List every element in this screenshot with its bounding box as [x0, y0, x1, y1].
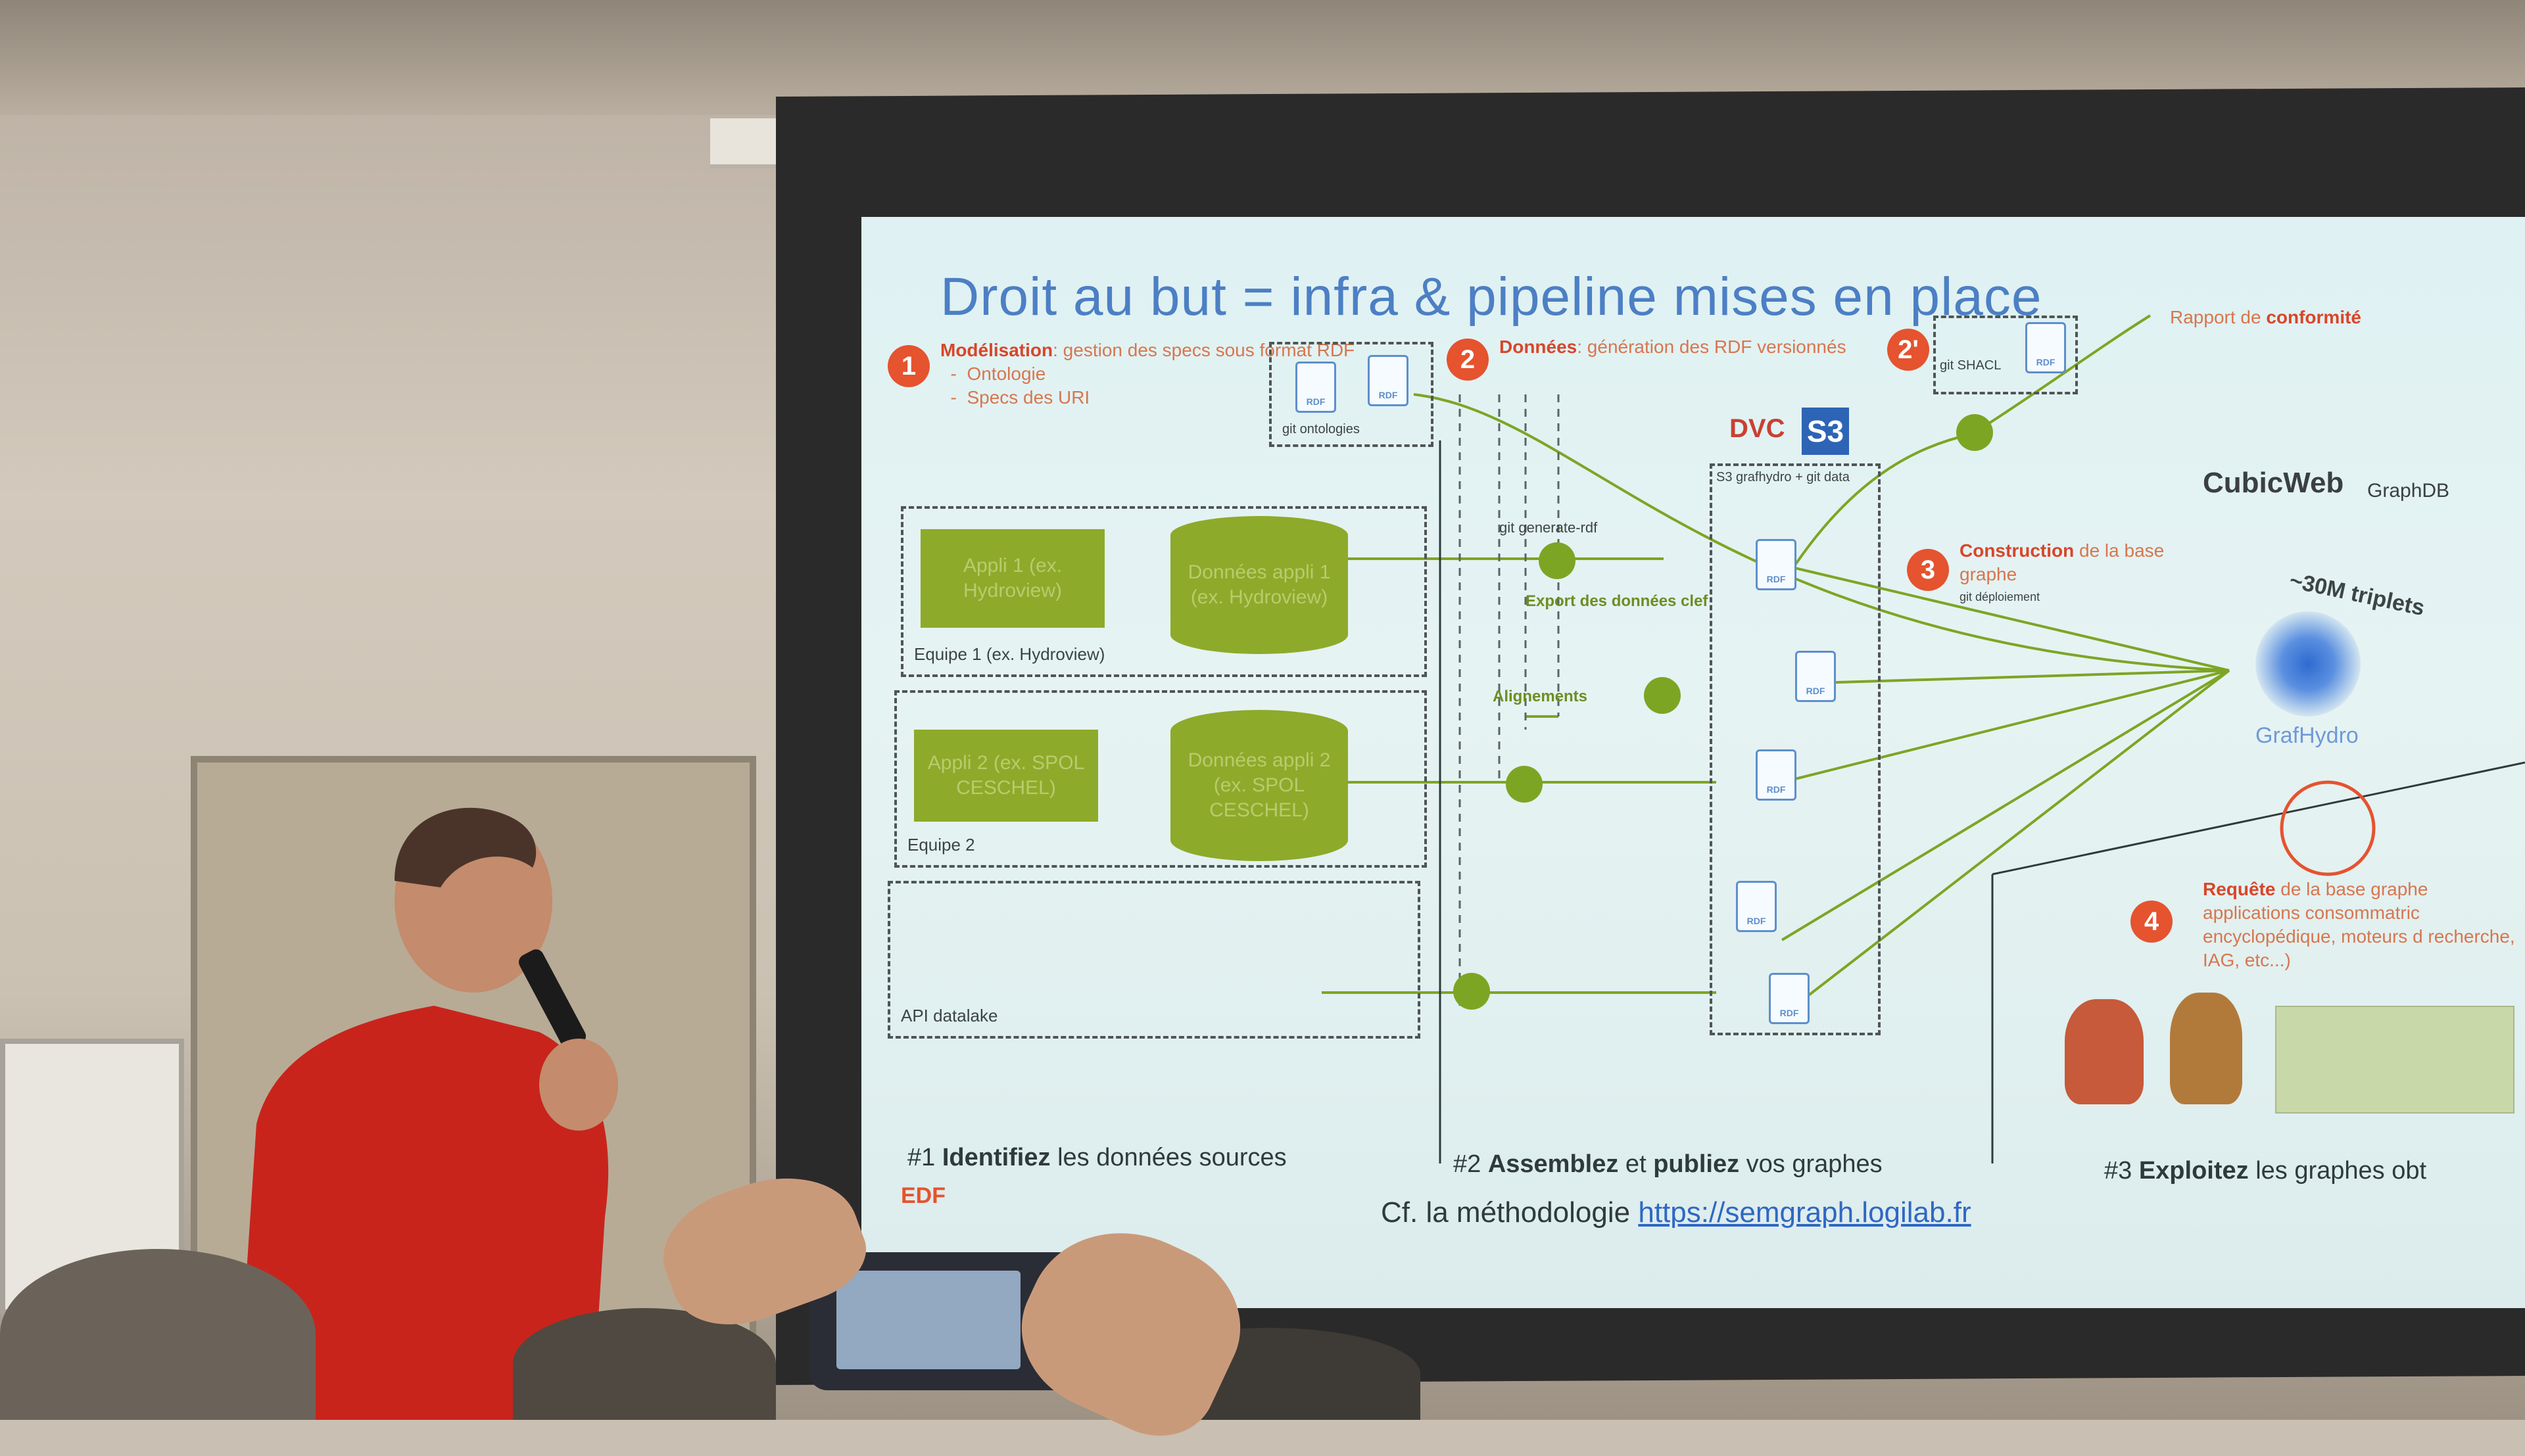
audience-head	[0, 1249, 316, 1420]
team-2-data-cylinder: Données appli 2 (ex. SPOL CESCHEL)	[1170, 710, 1348, 861]
git-shacl-box	[1933, 316, 2078, 394]
shacl-node	[1956, 414, 1993, 451]
step-1-heading: Modélisation	[940, 340, 1053, 360]
map-thumbnail	[2275, 1006, 2514, 1114]
presenter	[237, 807, 618, 1420]
step-1-badge: 1	[888, 345, 930, 387]
step-2-text: Données: génération des RDF versionnés	[1499, 335, 1846, 359]
git-deploy-label: git déploiement	[1960, 590, 2040, 603]
mascot-image-1	[2065, 999, 2144, 1104]
step-1-item-ontologie: Ontologie	[967, 364, 1046, 384]
team-2-label: Equipe 2	[907, 835, 975, 855]
s3-logo: S3	[1802, 408, 1849, 455]
step-2-heading: Données	[1499, 337, 1577, 357]
mascot-image-2	[2170, 993, 2242, 1104]
s3-storage-box	[1710, 463, 1881, 1035]
rapport-bold: conformité	[2266, 307, 2362, 327]
s3-label: S3 grafhydro + git data	[1716, 470, 1850, 484]
team-2-app: Appli 2 (ex. SPOL CESCHEL)	[914, 730, 1098, 822]
step-2b-badge: 2'	[1887, 329, 1929, 371]
methodology-note: Cf. la méthodologie https://semgraph.log…	[1381, 1196, 1971, 1229]
rdf-file-icon: RDF	[2025, 322, 2066, 373]
api-node	[1453, 973, 1490, 1010]
graphdb-logo: GraphDB	[2367, 480, 2450, 502]
git-ontologies-label: git ontologies	[1282, 422, 1360, 436]
step-3-heading: Construction	[1960, 540, 2075, 561]
footer-step-1: #1 Identifiez les données sources	[907, 1144, 1287, 1171]
step-3-text: Construction de la base graphe	[1960, 539, 2209, 586]
team-1-data-cylinder: Données appli 1 (ex. Hydroview)	[1170, 516, 1348, 654]
step-2-desc: : génération des RDF versionnés	[1577, 337, 1846, 357]
rdf-file-icon: RDF	[1368, 355, 1408, 406]
step-2-badge: 2	[1447, 339, 1489, 381]
step-3-desc: de la base graphe	[1960, 540, 2165, 584]
step-4-heading: Requête	[2203, 879, 2276, 899]
step-3-badge: 3	[1907, 549, 1949, 591]
rapport-text: Rapport de conformité	[2170, 306, 2361, 329]
step-4-badge: 4	[2130, 901, 2173, 943]
edf-logo: EDF	[901, 1183, 946, 1208]
phone-screen	[836, 1271, 1021, 1369]
rdf-file-icon: RDF	[1769, 973, 1810, 1024]
export-label: Export des données clef	[1526, 592, 1708, 610]
api-datalake-label: API datalake	[901, 1006, 998, 1025]
alignement-node	[1644, 677, 1681, 714]
rdf-file-icon: RDF	[1756, 539, 1796, 590]
projected-slide: Droit au but = infra & pipeline mises en…	[861, 217, 2525, 1308]
team-2-node	[1506, 766, 1543, 803]
team-1-box	[901, 506, 1427, 677]
step-1-item-specs: Specs des URI	[967, 387, 1090, 408]
grafhydro-graph-icon	[2255, 611, 2361, 716]
rdf-file-icon: RDF	[1295, 362, 1336, 413]
team-1-app: Appli 1 (ex. Hydroview)	[921, 529, 1105, 628]
git-generate-label: git generate-rdf	[1499, 519, 1598, 536]
rdf-file-icon: RDF	[1756, 749, 1796, 801]
team-1-label: Equipe 1 (ex. Hydroview)	[914, 644, 1105, 664]
rdf-file-icon: RDF	[1736, 881, 1777, 932]
rapport-label: Rapport de	[2170, 307, 2267, 327]
audience-head	[513, 1308, 776, 1420]
step-4-text: Requête de la base graphe applications c…	[2203, 878, 2518, 972]
cubicweb-logo: CubicWeb	[2203, 467, 2344, 499]
api-datalake-box	[888, 881, 1420, 1039]
dvc-logo: DVC	[1729, 414, 1785, 443]
rdf-file-icon: RDF	[1795, 651, 1836, 702]
footer-step-2: #2 Assemblez et publiez vos graphes	[1453, 1150, 1883, 1178]
git-shacl-label: git SHACL	[1940, 358, 2002, 373]
alignements-label: Alignements	[1493, 688, 1588, 705]
grafhydro-label: GrafHydro	[2255, 723, 2359, 748]
team-2-box	[894, 690, 1427, 868]
slide-title: Droit au but = infra & pipeline mises en…	[940, 267, 2042, 327]
generate-node	[1539, 542, 1575, 579]
methodology-link[interactable]: https://semgraph.logilab.fr	[1638, 1196, 1971, 1229]
git-ontologies-box	[1269, 342, 1433, 447]
step-4-desc: de la base graphe applications consommat…	[2203, 879, 2515, 970]
footer-step-3: #3 Exploitez les graphes obt	[2104, 1157, 2427, 1185]
